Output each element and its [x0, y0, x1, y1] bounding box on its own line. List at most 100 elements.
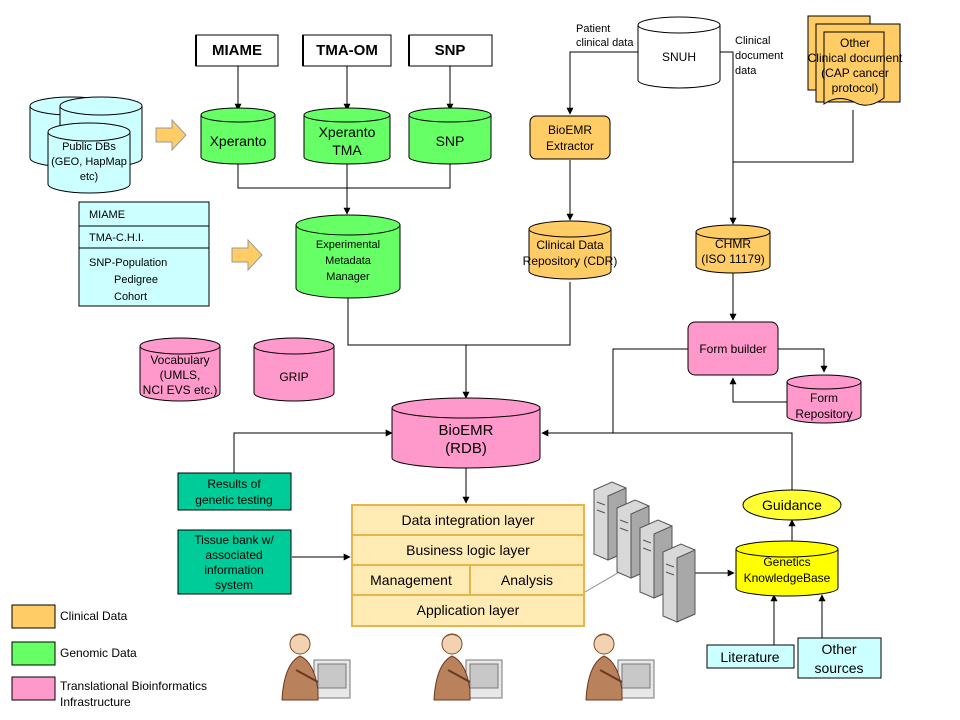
block-arrow-right-icon — [155, 118, 187, 152]
tissue-bank: Tissue bank w/ associated information sy… — [177, 529, 292, 595]
legend-genomic-label: Genomic Data — [60, 646, 137, 660]
emm-line2: Metadata — [325, 255, 372, 267]
snuh-label: SNUH — [662, 50, 696, 64]
public-dbs-line1: Public DBs — [62, 141, 116, 153]
vocabulary-line3: NCI EVS etc.) — [143, 383, 218, 397]
xperanto-tma-line2: TMA — [332, 142, 362, 158]
clinical-document-data-line3: data — [735, 65, 757, 77]
experimental-metadata-manager: Experimental Metadata Manager — [295, 214, 401, 299]
snp-db-label: SNP — [436, 133, 465, 149]
xperanto-label: Xperanto — [210, 133, 267, 149]
public-dbs-line3: etc) — [80, 171, 98, 183]
other-sources-line1: Other — [821, 641, 856, 657]
xperanto-db: Xperanto — [200, 107, 276, 165]
legend-tbi-line2: Infrastructure — [60, 695, 131, 709]
legend-clinical-label: Clinical Data — [60, 609, 128, 623]
user-at-computer-icon — [281, 633, 351, 701]
other-clinical-document: Other Clinical document (CAP cancer prot… — [807, 15, 903, 106]
emm-line1: Experimental — [316, 239, 380, 251]
public-dbs: Public DBs (GEO, HapMap etc) — [29, 96, 143, 194]
business-logic-layer: Business logic layer — [406, 542, 530, 558]
connectors — [233, 51, 854, 645]
clinical-document-data-line1: Clinical — [735, 35, 770, 47]
doc-tma-om-label: TMA-OM — [316, 42, 378, 59]
metadata-standards-box: MIAME TMA-C.H.I. SNP-Population Pedigree… — [78, 201, 210, 307]
layer-stack: Data integration layer Business logic la… — [351, 504, 585, 627]
other-clinical-line3: (CAP cancer — [821, 66, 889, 80]
form-repository-line2: Repository — [795, 407, 852, 421]
bioemr-rdb-line1: BioEMR — [438, 422, 493, 439]
form-repository: Form Repository — [786, 374, 862, 424]
user-at-computer-icon — [433, 633, 503, 701]
guidance-label: Guidance — [762, 497, 822, 513]
legend-swatch-tbi — [11, 676, 56, 701]
user-at-computer-icon — [585, 633, 655, 701]
chmr-line1: CHMR — [715, 237, 751, 251]
guidance: Guidance — [742, 489, 842, 521]
patient-clinical-data-line1: Patient — [576, 23, 610, 35]
results-genetic-testing: Results of genetic testing — [177, 472, 292, 511]
clinical-data-repository: Clinical Data Repository (CDR) — [523, 220, 618, 280]
form-builder: Form builder — [687, 321, 779, 376]
doc-snp: SNP — [408, 34, 493, 67]
clinical-document-data-line2: document — [735, 50, 783, 62]
vocabulary-line1: Vocabulary — [150, 353, 209, 367]
results-line2: genetic testing — [195, 493, 272, 507]
other-clinical-line1: Other — [840, 36, 870, 50]
doc-miame: MIAME — [195, 34, 279, 67]
metadata-cohort: Cohort — [114, 291, 147, 303]
metadata-pedigree: Pedigree — [114, 274, 158, 286]
results-line1: Results of — [207, 477, 261, 491]
doc-tma-om: TMA-OM — [302, 34, 392, 67]
genetics-knowledgebase: Genetics KnowledgeBase — [735, 540, 839, 597]
legend-swatch-genomic — [11, 641, 56, 666]
bioemr-extractor: BioEMR Extractor — [529, 115, 611, 160]
xperanto-tma-db: Xperanto TMA — [303, 107, 391, 165]
cdr-line2: Repository (CDR) — [523, 254, 618, 268]
kb-line1: Genetics — [763, 555, 810, 569]
chmr-db: CHMR (ISO 11179) — [695, 224, 771, 274]
management-layer: Management — [370, 572, 452, 588]
bioemr-rdb-line2: (RDB) — [445, 440, 487, 457]
doc-miame-label: MIAME — [212, 42, 262, 59]
extractor-line2: Extractor — [546, 139, 594, 153]
other-clinical-line4: protocol) — [832, 81, 879, 95]
analysis-layer: Analysis — [501, 572, 553, 588]
snuh-db: SNUH — [637, 16, 721, 89]
patient-clinical-data-line2: clinical data — [576, 37, 634, 49]
xperanto-tma-line1: Xperanto — [319, 124, 376, 140]
form-repository-line1: Form — [810, 391, 838, 405]
literature-label: Literature — [720, 649, 779, 665]
extractor-line1: BioEMR — [548, 123, 592, 137]
metadata-tma-chi: TMA-C.H.I. — [89, 232, 144, 244]
snp-db: SNP — [408, 107, 492, 165]
data-integration-layer: Data integration layer — [401, 512, 534, 528]
chmr-line2: (ISO 11179) — [701, 252, 765, 266]
other-sources-line2: sources — [814, 660, 863, 676]
kb-line2: KnowledgeBase — [744, 571, 831, 585]
other-clinical-line2: Clinical document — [808, 51, 903, 65]
bioemr-rdb: BioEMR (RDB) — [391, 397, 541, 469]
legend: Clinical Data Genomic Data Translational… — [11, 604, 207, 709]
legend-swatch-clinical — [11, 604, 56, 629]
block-arrow-right-icon — [231, 238, 263, 272]
doc-snp-label: SNP — [435, 42, 466, 59]
vocabulary-line2: (UMLS, — [160, 368, 201, 382]
tissue-line3: information — [204, 563, 263, 577]
public-dbs-line2: (GEO, HapMap — [51, 156, 127, 168]
tissue-line1: Tissue bank w/ — [194, 533, 274, 547]
grip-db: GRIP — [253, 337, 335, 402]
form-builder-label: Form builder — [699, 342, 766, 356]
grip-label: GRIP — [279, 370, 308, 384]
cdr-line1: Clinical Data — [536, 238, 604, 252]
emm-line3: Manager — [326, 271, 370, 283]
tissue-line2: associated — [205, 548, 262, 562]
vocabulary-db: Vocabulary (UMLS, NCI EVS etc.) — [139, 337, 221, 402]
legend-tbi-line1: Translational Bioinformatics — [60, 679, 207, 693]
other-sources: Other sources — [797, 637, 882, 679]
tissue-line4: system — [215, 578, 253, 592]
literature-source: Literature — [706, 644, 795, 669]
metadata-miame: MIAME — [89, 209, 125, 221]
application-layer: Application layer — [417, 602, 520, 618]
